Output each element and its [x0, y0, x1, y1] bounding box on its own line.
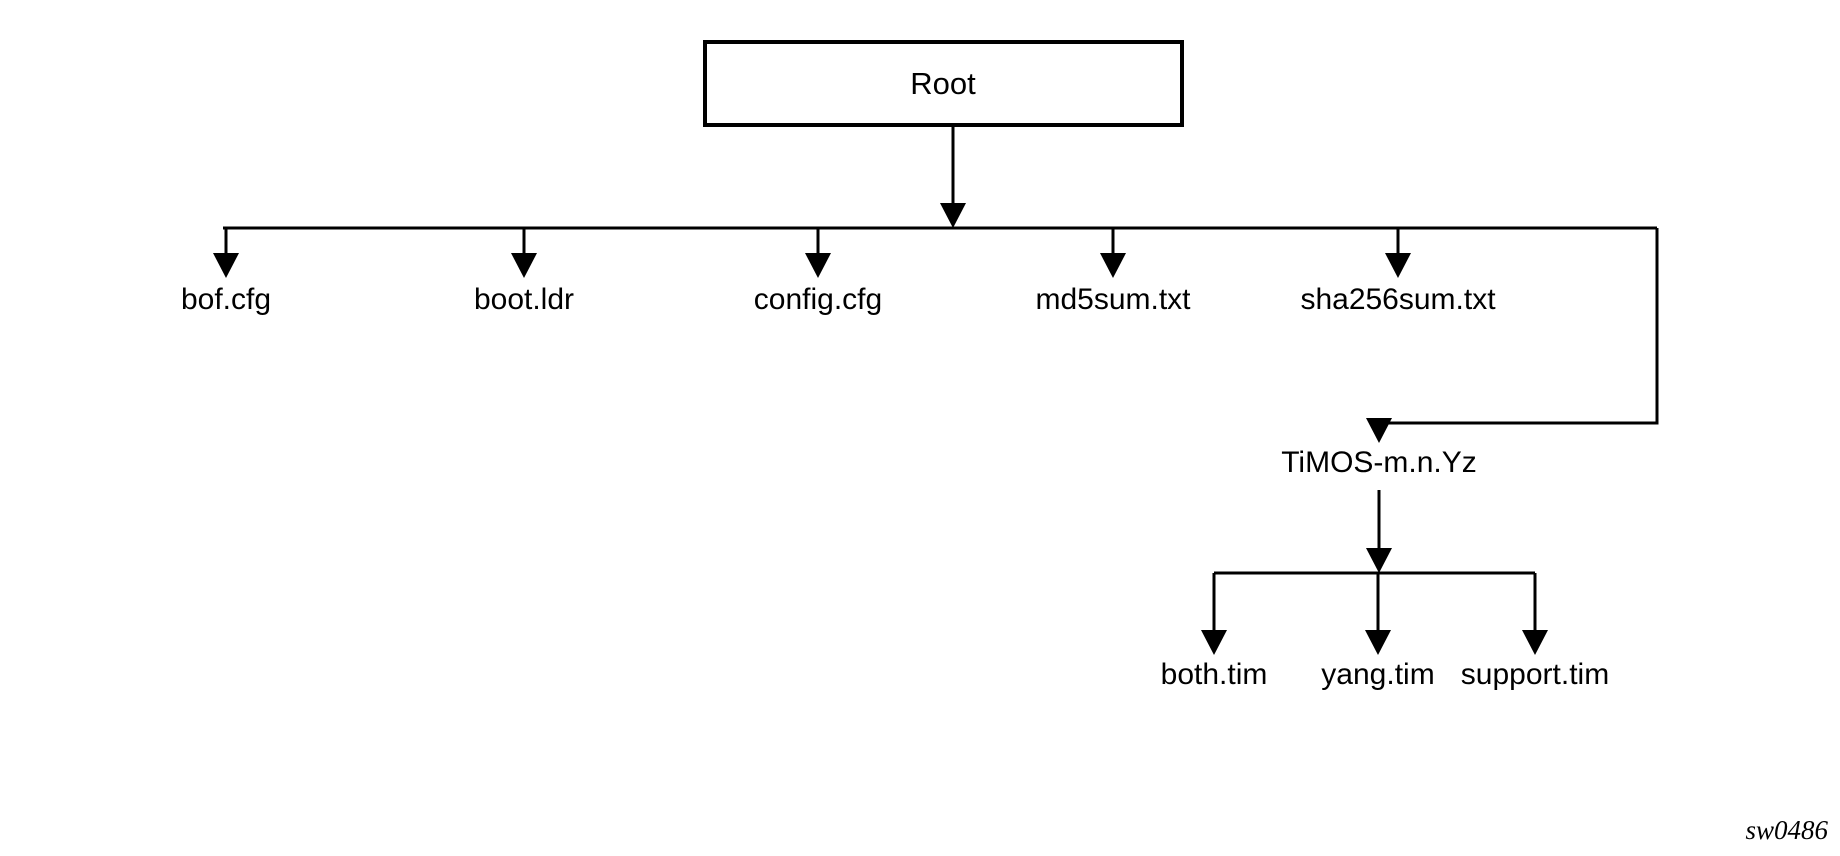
node-label-support-tim: support.tim	[1460, 658, 1610, 691]
root-node-label: Root	[910, 66, 976, 101]
arrowhead-md5sum-txt	[1100, 253, 1126, 278]
arrowhead-yang-tim	[1365, 630, 1391, 655]
arrowhead-support-tim	[1522, 630, 1548, 655]
node-label-sha256sum-txt: sha256sum.txt	[1300, 283, 1496, 316]
root-connector-arrowhead	[940, 203, 966, 228]
arrowhead-bof-cfg	[213, 253, 239, 278]
node-label-yang-tim: yang.tim	[1321, 658, 1435, 691]
arrowhead-config-cfg	[805, 253, 831, 278]
timos-child-connector-arrowhead	[1366, 548, 1392, 573]
arrowhead-both-tim	[1201, 630, 1227, 655]
arrowhead-sha256sum-txt	[1385, 253, 1411, 278]
node-label-config-cfg: config.cfg	[753, 283, 883, 316]
figure-id-caption: sw0486	[1745, 815, 1828, 845]
arrowhead-boot-ldr	[511, 253, 537, 278]
node-label-timos: TiMOS-m.n.Yz	[1281, 446, 1477, 479]
root-box	[703, 40, 1184, 127]
node-label-boot-ldr: boot.ldr	[473, 283, 575, 316]
timos-elbow-path	[1379, 228, 1659, 425]
node-label-both-tim: both.tim	[1160, 658, 1268, 691]
node-label-bof-cfg: bof.cfg	[180, 283, 272, 316]
arrowhead-timos	[1366, 418, 1392, 443]
node-label-md5sum-txt: md5sum.txt	[1035, 283, 1191, 316]
